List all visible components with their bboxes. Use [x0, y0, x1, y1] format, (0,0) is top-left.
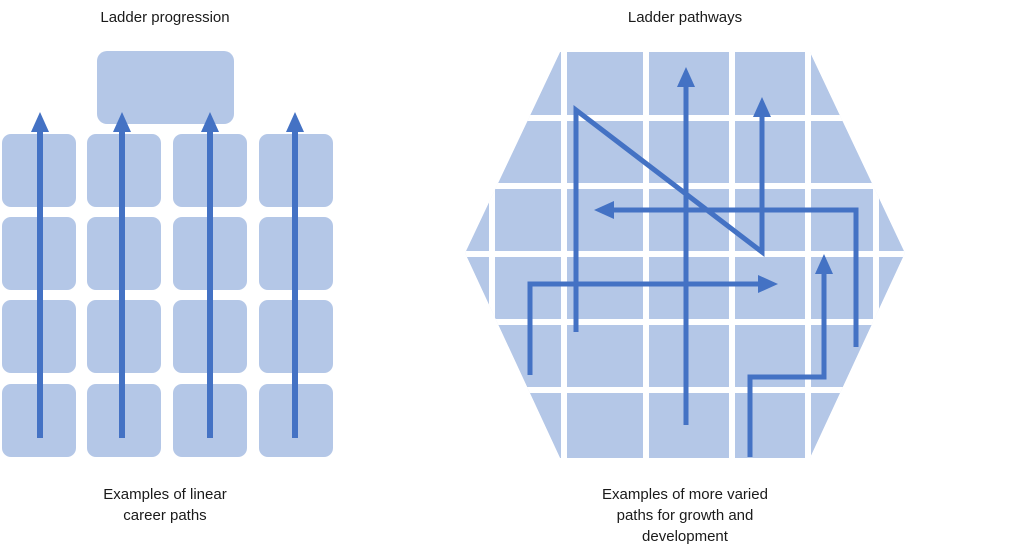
rightward-path: [527, 275, 778, 375]
right-diagram-caption: Examples of more varied paths for growth…: [602, 486, 768, 545]
ladder-progression-grid: [2, 51, 333, 457]
right-diagram-title: Ladder pathways: [627, 9, 743, 26]
left-diagram-title: Ladder progression: [100, 9, 230, 26]
linear-path-arrows: [31, 112, 304, 438]
varied-path-arrows: [527, 67, 859, 457]
leftward-path: [594, 201, 859, 347]
left-diagram-caption: Examples of linear career paths: [103, 486, 227, 524]
diagonal-path: [573, 97, 771, 332]
top-role-tile: [97, 51, 234, 124]
stepped-path: [747, 254, 833, 457]
